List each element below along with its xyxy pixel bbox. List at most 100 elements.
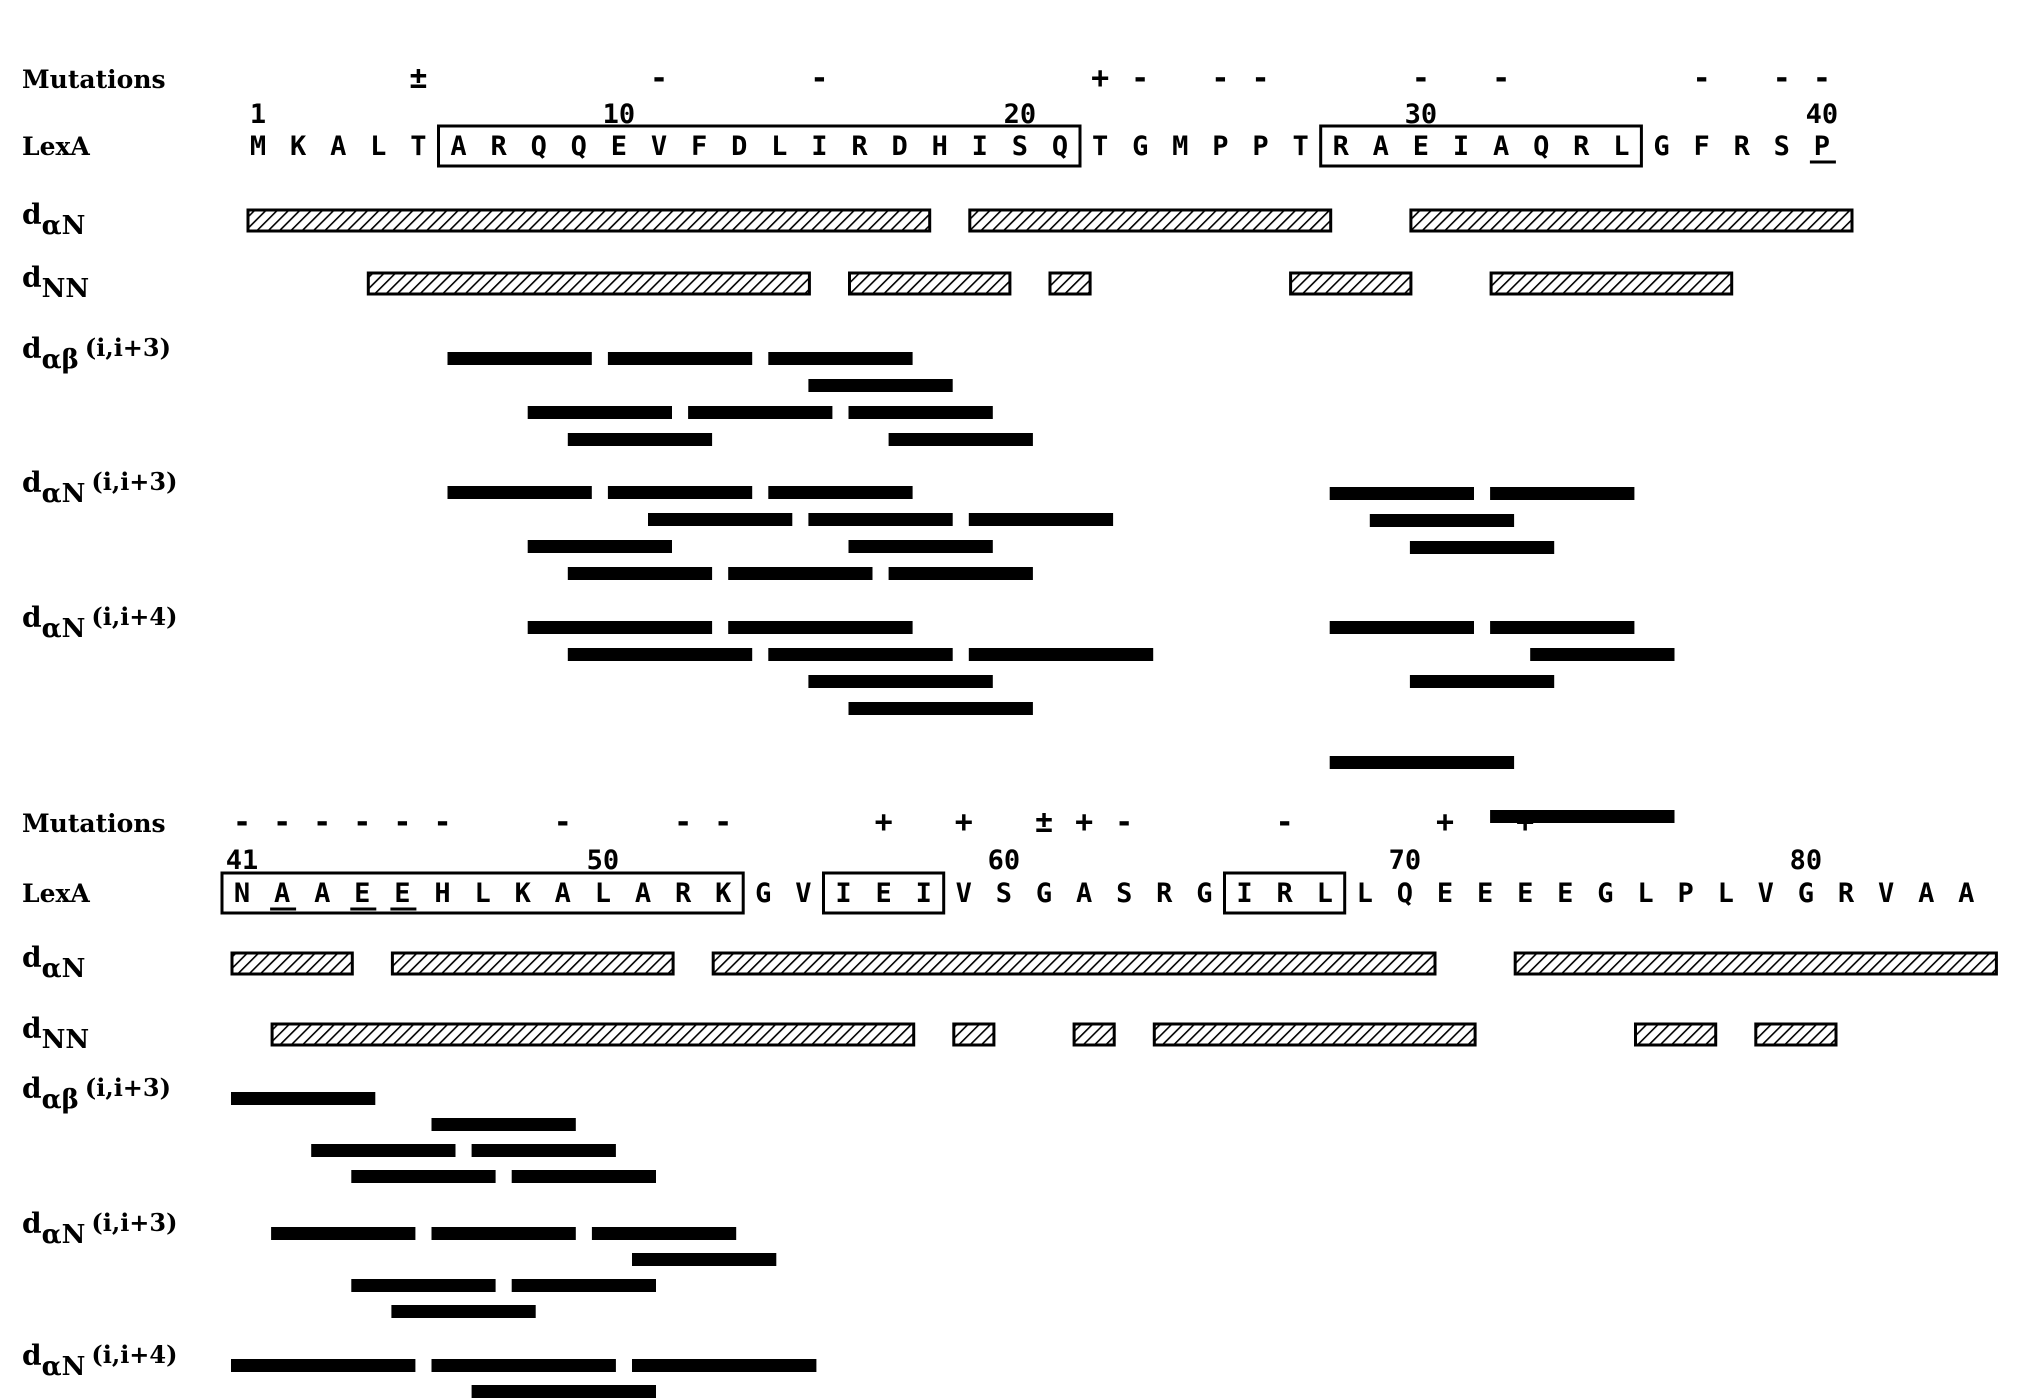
sequence-residue: G [1036, 878, 1052, 909]
row-label: dNN [22, 261, 89, 304]
hatched-noe-bar [1048, 271, 1092, 296]
sequence-residue: V [1878, 878, 1894, 909]
noe-connectivity-bar [431, 1227, 576, 1240]
mutation-symbol: - [1211, 61, 1229, 96]
sequence-residue: H [434, 878, 450, 909]
sequence-residue: Q [531, 131, 547, 162]
hatched-noe-bar [848, 271, 1012, 296]
sequence-residue: P [1677, 878, 1693, 909]
noe-connectivity-bar [848, 540, 993, 553]
hatched-noe-bar [1289, 271, 1413, 296]
sequence-residue: T [410, 131, 426, 162]
sequence-residue: A [1373, 131, 1389, 162]
noe-connectivity-bar [527, 406, 672, 419]
sequence-residue: I [811, 131, 827, 162]
noe-connectivity-bar [1329, 621, 1474, 634]
sequence-residue: G [1653, 131, 1669, 162]
sequence-residue: R [851, 131, 868, 162]
sequence-residue: I [916, 878, 932, 909]
sequence-residue: E [394, 878, 410, 909]
sequence-residue: A [1918, 878, 1934, 909]
sequence-residue: K [515, 878, 532, 909]
mutation-symbol: + [955, 805, 973, 840]
hatched-noe-bar [1754, 1022, 1838, 1047]
mutation-symbol: - [1693, 61, 1711, 96]
noe-connectivity-bar [848, 702, 1033, 715]
sequence-residue: F [691, 131, 707, 162]
sequence-residue: G [1798, 878, 1814, 909]
mutation-symbol: ± [409, 61, 427, 96]
sequence-residue: G [1196, 878, 1212, 909]
residue-number: 80 [1790, 845, 1823, 876]
sequence-residue: A [555, 878, 571, 909]
sequence-residue: S [1774, 131, 1790, 162]
mutation-symbol: - [1251, 61, 1269, 96]
mutation-symbol: - [1492, 61, 1510, 96]
noe-connectivity-bar [648, 513, 793, 526]
sequence-residue: S [1012, 131, 1028, 162]
hatched-noe-bar [1072, 1022, 1116, 1047]
residue-number: 1 [250, 99, 266, 130]
noe-connectivity-bar [527, 621, 713, 634]
noe-connectivity-bar [511, 1279, 656, 1292]
sequence-residue: A [450, 131, 466, 162]
mutation-symbol: - [1412, 61, 1430, 96]
mutation-symbol: - [433, 805, 451, 840]
sequence-residue: E [1517, 878, 1533, 909]
noe-connectivity-bar [471, 1385, 656, 1398]
mutation-symbol: - [313, 805, 331, 840]
noe-connectivity-bar [728, 621, 913, 634]
row-label: dαβ(i,i+3) [22, 332, 171, 375]
noe-connectivity-bar [447, 486, 592, 499]
sequence-residue: R [1156, 878, 1173, 909]
hatched-noe-bar [246, 208, 932, 233]
residue-number: 60 [988, 845, 1021, 876]
noe-connectivity-bar [1490, 487, 1635, 500]
sequence-residue: R [1734, 131, 1751, 162]
secondary-structure-box [437, 124, 1082, 168]
mutation-symbol: + [1516, 805, 1534, 840]
noe-connectivity-bar [768, 352, 913, 365]
sequence-residue: S [1116, 878, 1132, 909]
sequence-residue: M [1172, 131, 1188, 162]
sequence-residue: L [474, 878, 490, 909]
residue-number: 41 [226, 845, 259, 876]
noe-connectivity-bar [1530, 648, 1675, 661]
sequence-residue: T [1292, 131, 1308, 162]
mutation-symbol: + [1091, 61, 1109, 96]
row-label: dαN(i,i+4) [22, 601, 177, 644]
noe-connectivity-bar [527, 540, 672, 553]
noe-connectivity-bar [471, 1144, 616, 1157]
sequence-residue: S [996, 878, 1012, 909]
hatched-noe-bar [968, 208, 1333, 233]
sequence-residue: M [250, 131, 266, 162]
sequence-residue: K [715, 878, 732, 909]
sequence-residue: E [1437, 878, 1453, 909]
noe-connectivity-bar [231, 1092, 376, 1105]
sequence-residue: L [1317, 878, 1333, 909]
row-label: dNN [22, 1012, 89, 1055]
mutation-symbol: - [810, 61, 828, 96]
hatched-noe-bar [230, 951, 354, 976]
noe-connectivity-bar [768, 648, 953, 661]
sequence-residue: V [1758, 878, 1774, 909]
sequence-residue: A [330, 131, 346, 162]
lexa-label: LexA [22, 879, 90, 908]
sequence-residue: E [611, 131, 627, 162]
mutation-symbol: - [273, 805, 291, 840]
mutation-symbol: + [1436, 805, 1454, 840]
sequence-residue: L [370, 131, 386, 162]
sequence-residue: Q [1533, 131, 1549, 162]
noe-connectivity-bar [808, 675, 993, 688]
sequence-residue: F [1693, 131, 1709, 162]
sequence-residue: A [635, 878, 651, 909]
mutation-symbol: - [1773, 61, 1791, 96]
hatched-noe-bar [390, 951, 675, 976]
noe-connectivity-bar [1409, 541, 1555, 554]
row-label: dαN(i,i+4) [22, 1339, 177, 1382]
noe-connectivity-bar [688, 406, 833, 419]
noe-connectivity-bar [311, 1144, 456, 1157]
sequence-residue: L [1637, 878, 1653, 909]
noe-connectivity-bar [431, 1359, 616, 1372]
